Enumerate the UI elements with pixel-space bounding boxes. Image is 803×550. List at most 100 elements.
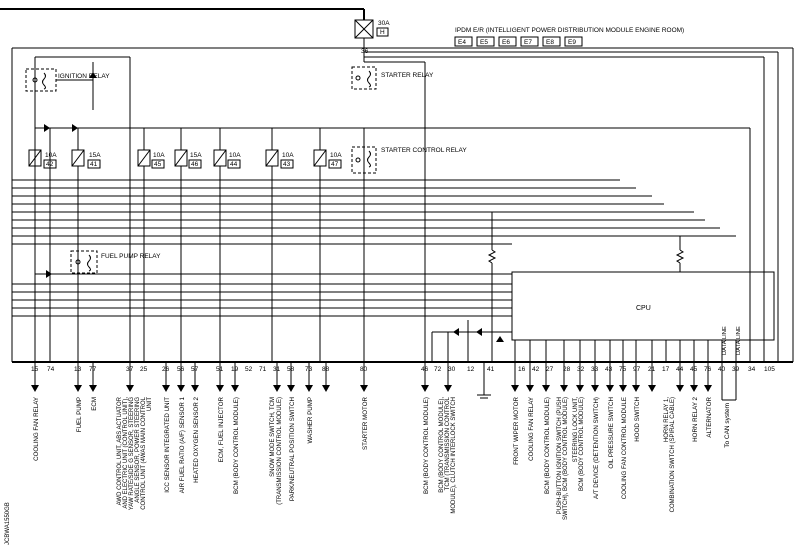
dest-label: SNOW MODE SWITCH, TCM [270,397,276,477]
fuse-41-amp: 15A [89,152,101,159]
dest-label: COMBINATION SWITCH (SPIRAL CABLE) [670,397,676,512]
fuse-47: 10A 47 [313,149,342,169]
fuse-41-slash [71,149,85,167]
dest-label: AWD CONTROL UNIT, ABS ACTUATOR [117,396,123,505]
dest-label: MODULE), CLUTCH INTERLOCK SWITCH [451,397,457,514]
fuse-30a-amp: 30A [378,20,390,27]
starter-relay-box [351,66,377,90]
cpu-box [511,271,775,341]
dest-label: BCM (BODY CONTROL MODULE) [423,397,430,494]
fuse-45-id: 45 [154,161,162,168]
dest-label: BCM (BODY CONTROL MODULE) [579,397,585,491]
fuse-42-id: 42 [46,161,54,168]
dest-snow-group: SNOW MODE SWITCH, TCM (TRANSMISSION CONT… [270,397,283,505]
arrow-45 [690,385,698,392]
dest-push-button-group: PUSH-BUTTON IGNITION SWITCH (PUSH SWITCH… [557,397,569,520]
connector-list: E4 E5 E6 E7 E8 E9 [454,36,583,47]
starter-relay-contact [355,75,361,81]
connector-e9: E9 [568,39,576,46]
data-line-label: DATA LINE [736,326,742,355]
connector-e8: E8 [546,39,554,46]
fuel-pump-relay-label: FUEL PUMP RELAY [101,253,161,260]
arrow-75 [619,385,627,392]
fuse-45: 10A 45 [137,149,165,169]
bus-diode-b [72,124,78,132]
fuse-row: 10A 42 15A 41 10A 45 15A 46 [28,149,342,169]
arrow-76 [704,385,712,392]
arrow-28 [560,385,568,392]
dest-label: SWITCH), BCM (BODY CONTROL MODULE) [563,397,569,520]
cpu-output-wires [514,340,737,362]
terminal-number: 17 [662,366,670,373]
starter-control-relay: STARTER CONTROL RELAY [351,146,467,174]
fuse-46-id-box [188,159,202,169]
signal-lines [12,179,736,317]
fuse-44-id-box [227,159,241,169]
dest-steering-lock-group: STEERING LOCK UNIT, BCM (BODY CONTROL MO… [573,397,585,491]
connector-e4: E4 [458,39,466,46]
arrow-56 [177,385,185,392]
dest-label: STEERING LOCK UNIT, [573,397,579,463]
dest-label: FRONT WIPER MOTOR [513,396,520,464]
dest-label: BCM (BODY CONTROL MODULE) [544,397,551,494]
fuse-46-id: 46 [191,161,199,168]
terminal-number: 41 [487,366,495,373]
dest-label: UNIT [147,397,153,411]
arrow-13 [74,385,82,392]
cpu-label: CPU [636,305,651,312]
fuse-44-amp: 10A [229,152,241,159]
arrow-42 [526,385,534,392]
bus-diode-a [44,124,50,132]
dest-label: AIR FUEL RATIO (A/F) SENSOR 1 [179,396,186,493]
connector-e8-box [542,36,561,47]
fuse-45-id-box [151,159,165,169]
arrow-73 [305,385,313,392]
fuse-42-amp: 10A [45,152,57,159]
fuel-pump-relay-coil [87,254,91,272]
arrow-44 [676,385,684,392]
dest-label: WASHER PUMP [307,397,314,444]
dest-awd-group: AWD CONTROL UNIT, ABS ACTUATOR AND ELECT… [117,396,153,510]
connector-e7-box [520,36,539,47]
fuse-43-id: 43 [283,161,291,168]
arrow-21 [648,385,656,392]
ignition-relay-coil [42,72,46,90]
dest-label: BCM (BODY CONTROL MODULE), [439,397,445,493]
arrow-33 [591,385,599,392]
dest-label: BCM (BODY CONTROL MODULE) [233,397,240,494]
dest-label: A/T DEVICE (DETENTION SWITCH) [593,397,600,499]
fuse-46: 15A 46 [174,149,202,169]
dest-label: PARK/NEUTRAL POSITION SWITCH [289,397,296,501]
fuse-44-id: 44 [230,161,238,168]
arrow-19 [231,385,239,392]
diode-c [496,336,504,342]
dest-label: COOLING FAN RELAY [33,397,40,461]
terminal-numbers: 15 74 13 77 37 25 26 56 57 51 19 52 71 3… [31,366,775,373]
starter-control-relay-box [351,146,377,174]
terminal-number: 25 [140,366,148,373]
arrow-46 [421,385,429,392]
diode-a [453,328,459,336]
ignition-relay-label: IGNITION RELAY [58,73,110,80]
terminal-number: 27 [546,366,554,373]
pullup-resistor-2 [675,249,685,264]
fuel-pump-relay-box [70,250,98,274]
dest-label: TCM (TRANSMISSION CONTROL [445,396,451,490]
starter-control-relay-contact [355,157,361,163]
arrow-27 [542,385,550,392]
ipdm-boundary [11,47,794,363]
fuse-42: 10A 42 [28,149,57,169]
cpu-block: CPU [511,271,775,341]
terminal-number: 74 [47,366,55,373]
dest-label: YAW RATE/SIDE G SENSOR, STEERING [129,397,135,511]
fuse-42-id-box [43,159,57,169]
terminal-number: 42 [532,366,540,373]
arrow-88 [322,385,330,392]
terminal-number: 34 [748,366,756,373]
connector-e7: E7 [524,39,532,46]
terminal-number: 72 [434,366,442,373]
fuse-30a-cross-b [354,19,374,39]
arrow-57 [191,385,199,392]
dest-label: COOLING FAN CONTROL MODULE [621,397,628,499]
